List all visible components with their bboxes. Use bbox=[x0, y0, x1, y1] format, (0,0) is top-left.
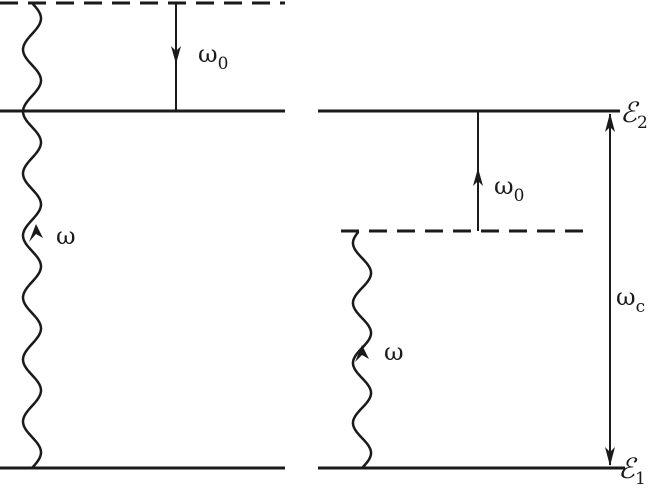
level-e1-label: ℰ1 bbox=[618, 452, 646, 489]
arrow-down-icon bbox=[605, 447, 615, 466]
left-diagram: ω0 ω bbox=[0, 1, 285, 470]
omega0-label: ω0 bbox=[494, 172, 524, 206]
arrow-up-icon bbox=[29, 224, 43, 242]
omegac-label: ωc bbox=[616, 283, 645, 317]
omega-label: ω bbox=[56, 222, 76, 250]
arrow-up-icon bbox=[473, 168, 483, 186]
right-diagram: ω0 ωc ℰ2 ℰ1 ω bbox=[318, 96, 648, 489]
arrow-up-icon bbox=[355, 345, 369, 362]
omega-label: ω bbox=[384, 338, 404, 366]
level-e2-label: ℰ2 bbox=[620, 96, 648, 133]
omega0-label: ω0 bbox=[198, 40, 228, 74]
arrow-down-icon bbox=[171, 46, 181, 64]
photon-wave bbox=[21, 3, 43, 469]
arrow-up-icon bbox=[605, 113, 615, 132]
